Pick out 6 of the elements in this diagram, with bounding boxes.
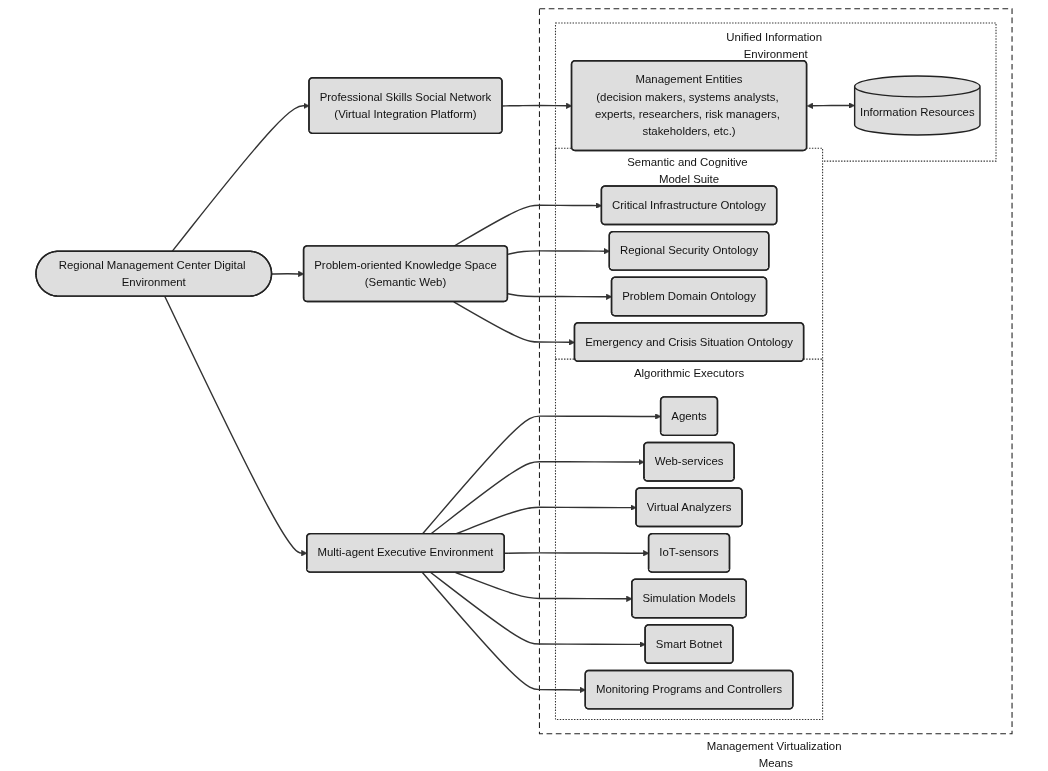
arrow — [430, 571, 646, 648]
arrow — [806, 102, 855, 109]
node-label: Management Virtualization Means — [706, 740, 842, 770]
arrow — [421, 571, 586, 694]
cluster — [538, 8, 1013, 735]
arrow — [507, 248, 610, 256]
